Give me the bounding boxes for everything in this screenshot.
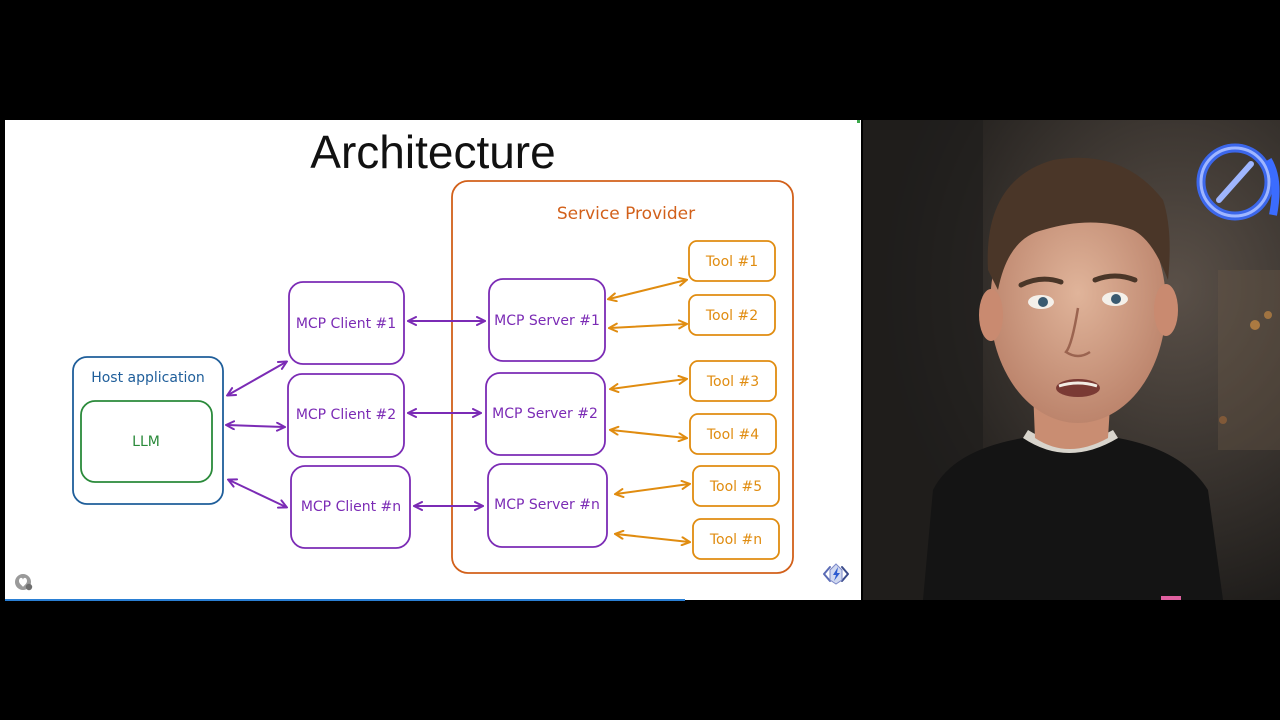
heart-badge-icon [15,574,33,591]
slide-title: Architecture [310,126,555,178]
llm-label: LLM [132,434,160,450]
tool-n-box [692,518,780,560]
mcp-client-1-label: MCP Client #1 [296,316,396,332]
mcp-client-2-label: MCP Client #2 [296,407,396,423]
mcp-client-n-label: MCP Client #n [301,499,401,515]
mcp-client-1-box [288,281,405,365]
neon-logo-icon [1196,143,1280,221]
tool-n-label: Tool #n [709,532,762,548]
mcp-server-n-label: MCP Server #n [494,497,600,513]
arrow-host-client-1 [228,362,286,395]
azure-functions-logo-icon [823,563,849,585]
mcp-client-2-box [287,373,405,458]
tool-1-box [688,240,776,282]
tool-5-label: Tool #5 [709,479,762,495]
tool-2-box [688,294,776,336]
arrow-host-client-n [229,480,286,507]
mcp-server-1-label: MCP Server #1 [494,313,600,329]
mcp-server-1-box [488,278,606,362]
presenter-image [863,120,1280,600]
tool-3-label: Tool #3 [706,374,759,390]
arrow-server-n-tool-5 [616,484,689,494]
service-provider-label: Service Provider [557,204,695,224]
arrow-host-client-2 [227,425,284,427]
service-provider-box [451,180,794,574]
slide-corner-marker [857,120,860,123]
mcp-client-n-box [290,465,411,549]
host-application-label: Host application [91,370,205,386]
architecture-diagram: Architecture Service Provider Host appli… [15,120,860,591]
tool-4-label: Tool #4 [706,427,759,443]
mcp-server-2-box [485,372,606,456]
host-application-box [72,356,224,505]
tool-4-box [689,413,777,455]
llm-box [80,400,213,483]
presenter-webcam [863,120,1280,600]
arrow-server-n-tool-n [616,534,689,542]
arrow-server-2-tool-3 [611,379,686,389]
tool-1-label: Tool #1 [705,254,758,270]
arrow-server-1-tool-2 [610,324,686,328]
tool-5-box [692,465,780,507]
mcp-server-n-box [487,463,608,548]
arrow-server-2-tool-4 [611,430,686,438]
tool-2-label: Tool #2 [705,308,758,324]
video-progress-bar[interactable] [5,599,685,601]
presentation-slide: Architecture Service Provider Host appli… [5,120,861,600]
tool-3-box [689,360,777,402]
arrow-server-1-tool-1 [609,280,686,299]
mcp-server-2-label: MCP Server #2 [492,406,598,422]
